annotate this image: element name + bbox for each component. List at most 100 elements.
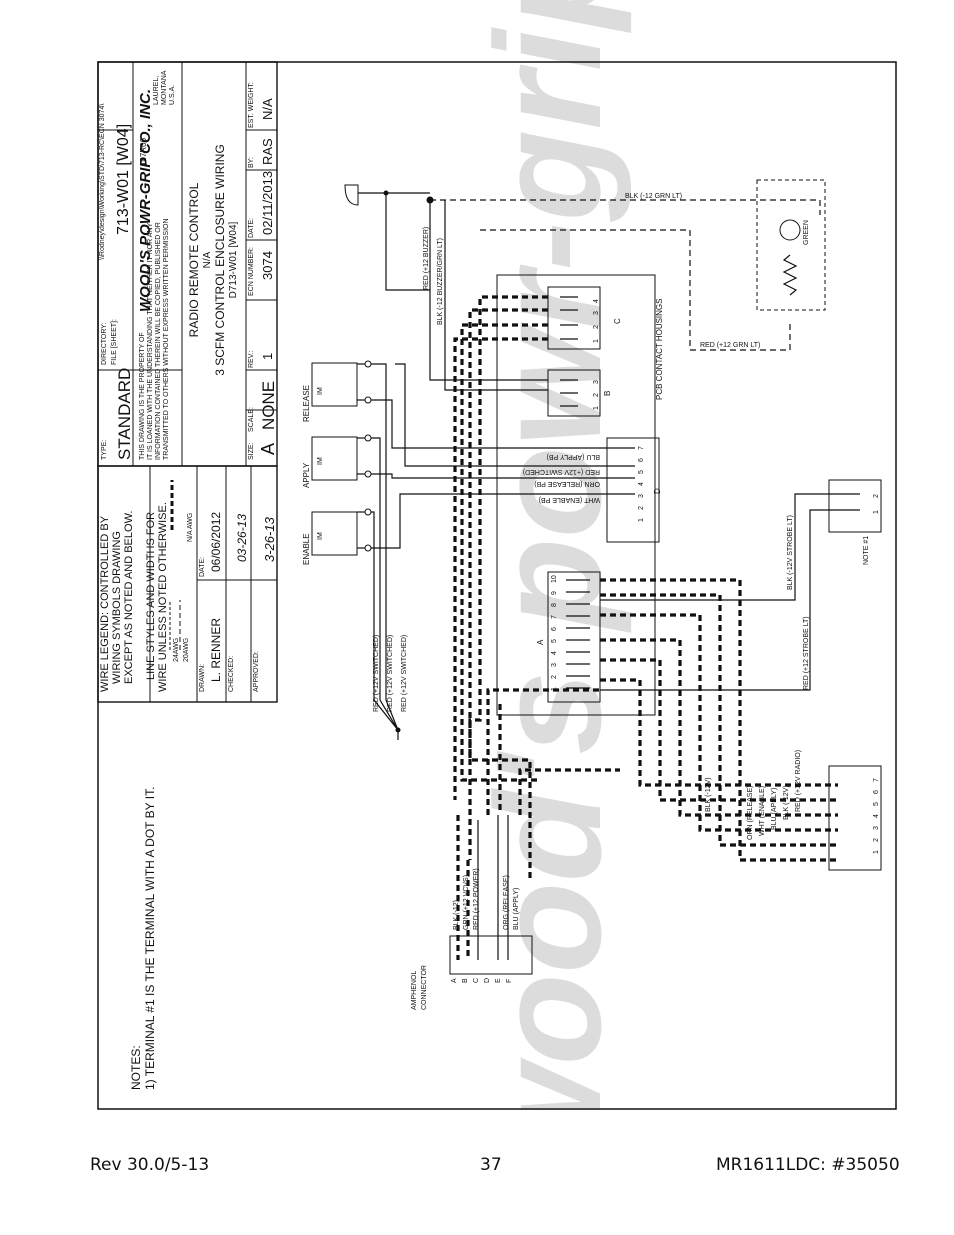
switch-enable: ENABLE IM <box>302 508 372 565</box>
svg-text:4: 4 <box>638 482 645 486</box>
weight-value: N/A <box>260 98 275 120</box>
red-wire-1: RED (+12V SWITCHED) <box>373 635 380 712</box>
svg-text:1: 1 <box>593 406 600 410</box>
amphenol-connector: A B C D E F AMPHENOL CONNECTOR BLK (-12)… <box>411 868 533 1010</box>
svg-text:2: 2 <box>593 393 600 397</box>
connector-a-pin-8: 8 <box>551 603 558 607</box>
radio-wire-red: RED (+12V RADIO) <box>795 750 802 812</box>
size-label: SIZE: <box>248 442 255 460</box>
footer-document-id: MR1611LDC: #35050 <box>716 1155 900 1175</box>
svg-text:C: C <box>473 978 480 983</box>
wiring-diagram: RELEASE IM APPLY IM ENABLE IM RED (+12V <box>302 179 882 1010</box>
file-label: FILE [SHEET]: <box>111 319 118 365</box>
drawing-number: 713-W01 [W04] <box>115 124 132 235</box>
red-wire-3: RED (+12V SWITCHED) <box>401 635 408 712</box>
red-wire-2: RED (+12V SWITCHED) <box>387 635 394 712</box>
svg-text:6: 6 <box>638 458 645 462</box>
rev-label: REV.: <box>248 350 255 368</box>
svg-text:2: 2 <box>873 494 880 498</box>
drawn-label: DRAWN: <box>199 664 206 692</box>
legend-line-1: WIRE LEGEND: CONTROLLED BY <box>99 515 111 692</box>
drawn-date: 06/06/2012 <box>209 512 223 572</box>
amphenol-wire-blu: BLU (APPLY) <box>513 888 520 930</box>
title-line-3: 3 SCFM CONTROL ENCLOSURE WIRING <box>213 144 227 376</box>
amphenol-wire-blk: BLK (-12) <box>453 900 460 930</box>
connector-d: 7 6 5 4 3 2 1 D BLU (APPLY PB) RED (+12V… <box>523 437 662 543</box>
amphenol-wire-grn: GRN (+12 VCVS) <box>463 875 470 930</box>
line-styles-1: LINE STYLES AND WIDTHS FOR <box>145 512 157 680</box>
svg-text:3: 3 <box>873 826 880 830</box>
size-value: A <box>258 443 278 455</box>
location-3: U.S.A. <box>169 85 176 105</box>
footer-revision: Rev 30.0/5-13 <box>90 1155 210 1175</box>
awg-24: 24AWG <box>173 638 180 662</box>
switch-enable-label: ENABLE <box>302 533 311 565</box>
legend-block: WIRE LEGEND: CONTROLLED BY WIRING SYMBOL… <box>97 465 278 703</box>
connector-a-pin-10: 10 <box>551 575 558 583</box>
page-id: 107R06 <box>139 137 148 166</box>
svg-text:6: 6 <box>873 790 880 794</box>
connector-c-label: C <box>613 318 622 324</box>
connector-a-pin-5: 5 <box>551 639 558 643</box>
connector-a-pin-7: 7 <box>551 615 558 619</box>
blk-12v-label: BLK (-12V) <box>705 777 712 812</box>
directory-label: DIRECTORY: <box>101 322 108 365</box>
buzzer-wire-blk: BLK (-12 BUZZER/GRN LT) <box>437 238 444 325</box>
connector-a-pin-6: 6 <box>551 627 558 631</box>
svg-text:F: F <box>506 979 513 983</box>
approved-label: APPROVED: <box>253 651 260 692</box>
radio-wire-wht: WHT (ENABLE) <box>759 786 766 836</box>
connector-b: 3 2 1 B <box>547 369 612 417</box>
svg-text:IM: IM <box>317 532 324 540</box>
svg-text:A: A <box>451 978 458 983</box>
notice-4: TRANSMITTED TO OTHERS WITHOUT EXPRESS WR… <box>163 218 170 460</box>
svg-text:1: 1 <box>873 510 880 514</box>
footer-page-number: 37 <box>480 1155 502 1175</box>
svg-text:5: 5 <box>638 470 645 474</box>
svg-text:3: 3 <box>638 494 645 498</box>
amphenol-wire-red: RED (+12 POWER) <box>473 868 480 930</box>
buzzer-wire-red: RED (+12 BUZZER) <box>423 227 430 290</box>
connector-b-label: B <box>603 391 612 396</box>
location-1: LAUREL, <box>153 76 160 105</box>
connector-a-pin-2: 2 <box>551 675 558 679</box>
svg-text:3: 3 <box>593 380 600 384</box>
svg-text:7: 7 <box>638 446 645 450</box>
title-line-4: D713-W01 [W04] <box>228 221 239 298</box>
svg-text:7: 7 <box>873 778 880 782</box>
watermark-text: wood's powr-grip <box>464 0 632 1110</box>
strobe-connector: 2 1 NOTE #1 <box>828 479 882 565</box>
light-color: GREEN <box>803 220 810 245</box>
svg-text:4: 4 <box>873 814 880 818</box>
scale-label: SCALE: <box>248 407 255 432</box>
svg-text:1: 1 <box>873 850 880 854</box>
scale-value: NONE <box>259 381 278 430</box>
file-path: \\Rodney\design\Working\STD\713-RC\ECN 3… <box>99 104 106 260</box>
ecn-value: 3074 <box>260 251 275 280</box>
svg-text:2: 2 <box>638 506 645 510</box>
type-value: STANDARD <box>115 368 134 460</box>
svg-text:3: 3 <box>593 311 600 315</box>
connector-a-pin-1: 1 <box>551 687 558 691</box>
watermark-logo: wood's powr-grip <box>464 0 632 1110</box>
amphenol-wire-org: ORG (RELEASE) <box>503 875 510 930</box>
date-value: 02/11/2013 <box>260 171 275 235</box>
svg-text:E: E <box>495 978 502 983</box>
connector-c: 4 3 2 1 C <box>547 286 622 350</box>
switch-apply: APPLY IM <box>302 434 372 488</box>
radio-wire-blu: BLU (APPLY) <box>771 788 778 830</box>
awg-na: N/A AWG <box>187 513 194 542</box>
light-wire-top: BLK (-12 GRN LT) <box>625 193 682 200</box>
strobe-note: NOTE #1 <box>863 536 870 565</box>
strobe-wire-blk: BLK (-12V STROBE LT) <box>787 515 794 590</box>
wiring-diagram-sheet: wood's powr-grip 107R06 TYPE: STANDARD D… <box>97 0 897 1110</box>
amphenol-label-2: CONNECTOR <box>421 965 428 1010</box>
svg-text:IM: IM <box>317 387 324 395</box>
buzzer-symbol: RED (+12 BUZZER) BLK (-12 BUZZER/GRN LT) <box>344 184 444 325</box>
notes: NOTES: 1) TERMINAL #1 IS THE TERMINAL WI… <box>129 787 157 1090</box>
connector-a-pin-9: 9 <box>551 591 558 595</box>
pcb-label: PCB CONTACT HOUSINGS <box>655 299 664 401</box>
connector-a-pin-4: 4 <box>551 651 558 655</box>
switch-release: RELEASE IM <box>302 360 372 422</box>
d-wire-red: RED (+12V SWITCHED) <box>523 468 600 475</box>
